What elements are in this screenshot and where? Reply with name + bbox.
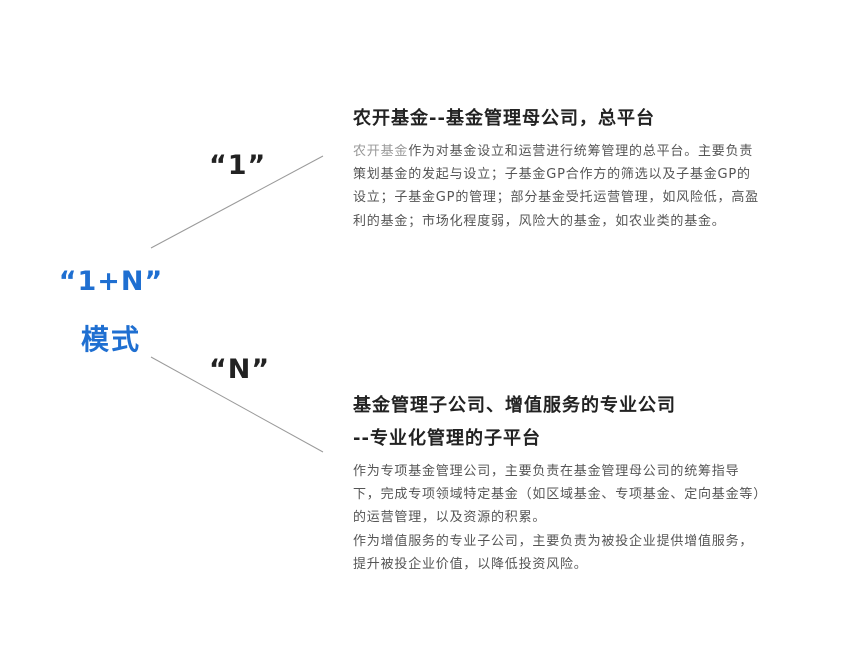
branch-n-title-line-2: --专业化管理的子平台 <box>353 428 541 449</box>
branch-n-paragraph-1: 作为专项基金管理公司，主要负责在基金管理母公司的统筹指导下，完成专项领域特定基金… <box>353 464 761 526</box>
branch-n-section: 基金管理子公司、增值服务的专业公司 --专业化管理的子平台 作为专项基金管理公司… <box>353 389 763 576</box>
branch-one-description: 农开基金作为对基金设立和运营进行统筹管理的总平台。主要负责策划基金的发起与设立；… <box>353 140 763 233</box>
branch-one-description-lead: 农开基金 <box>353 144 409 159</box>
branch-one-title: 农开基金--基金管理母公司，总平台 <box>353 108 655 129</box>
center-label-top: “1+N” <box>58 266 164 297</box>
branch-n-title-line-1: 基金管理子公司、增值服务的专业公司 <box>353 395 676 416</box>
branch-mark-n: “N” <box>209 354 271 385</box>
center-label-bottom: 模式 <box>80 323 141 356</box>
branch-mark-one: “1” <box>209 150 267 181</box>
connector-line-upper <box>150 155 324 249</box>
branch-one-description-rest: 作为对基金设立和运营进行统筹管理的总平台。主要负责策划基金的发起与设立；子基金G… <box>353 144 759 229</box>
branch-one-section: 农开基金--基金管理母公司，总平台 农开基金作为对基金设立和运营进行统筹管理的总… <box>353 102 763 233</box>
branch-n-paragraph-2: 作为增值服务的专业子公司，主要负责为被投企业提供增值服务，提升被投企业价值，以降… <box>353 533 754 572</box>
branch-n-description: 作为专项基金管理公司，主要负责在基金管理母公司的统筹指导下，完成专项领域特定基金… <box>353 460 763 576</box>
connector-line-lower <box>150 356 324 453</box>
